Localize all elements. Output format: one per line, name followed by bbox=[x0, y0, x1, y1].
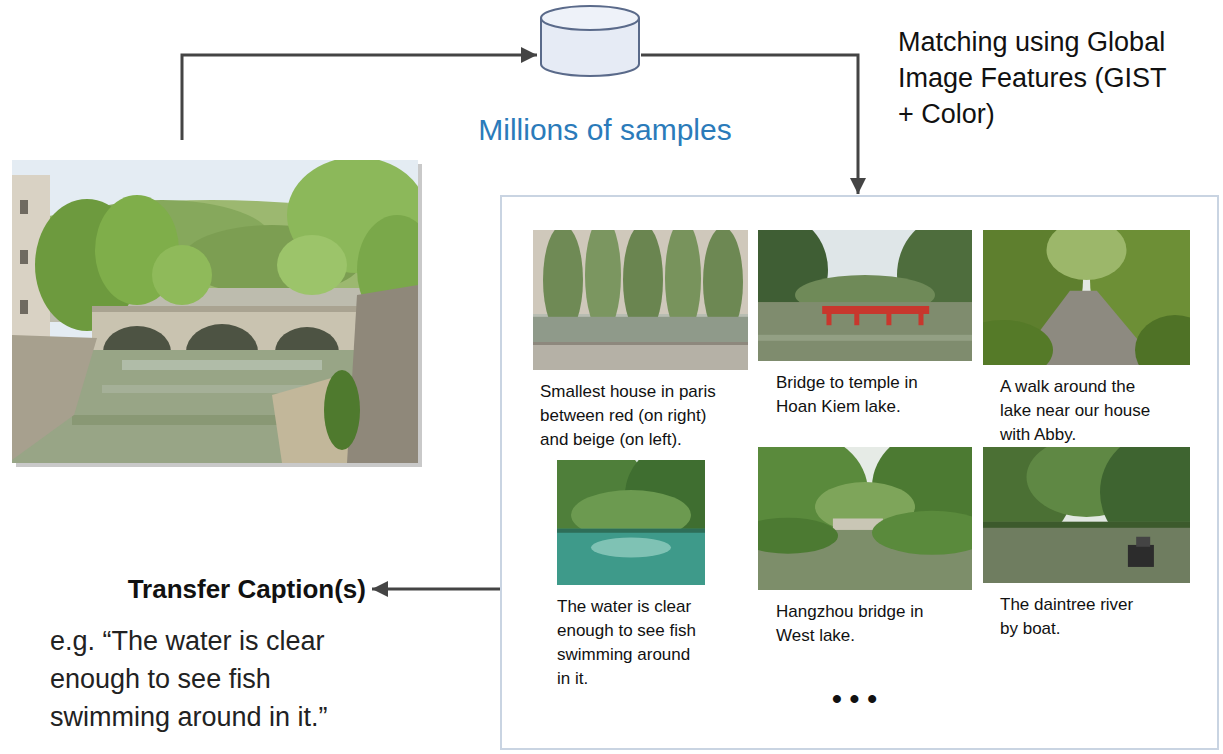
example-caption: e.g. “The water is clear enough to see f… bbox=[44, 622, 370, 736]
result-thumbnail: Hangzhou bridge in West lake. bbox=[758, 447, 972, 648]
thumbnail-photo bbox=[557, 460, 705, 585]
thumbnail-photo bbox=[758, 230, 972, 361]
ellipsis-mark: • • • bbox=[832, 683, 877, 715]
transfer-heading: Transfer Caption(s) bbox=[44, 572, 370, 606]
result-thumbnail: Smallest house in paris between red (on … bbox=[533, 230, 748, 452]
result-thumbnail: The daintree river by boat. bbox=[983, 447, 1190, 641]
database-node: Millions of samples bbox=[440, 4, 770, 148]
thumbnail-photo bbox=[533, 230, 748, 370]
thumbnail-caption: The daintree river by boat. bbox=[983, 593, 1146, 641]
result-thumbnail: The water is clear enough to see fish sw… bbox=[557, 460, 717, 691]
result-thumbnail: Bridge to temple in Hoan Kiem lake. bbox=[758, 230, 972, 419]
thumbnail-caption: Bridge to temple in Hoan Kiem lake. bbox=[758, 371, 946, 419]
thumbnail-caption: A walk around the lake near our house wi… bbox=[983, 375, 1168, 447]
transfer-node: Transfer Caption(s) e.g. “The water is cl… bbox=[44, 572, 370, 736]
database-cylinder bbox=[539, 4, 641, 78]
thumbnail-caption: Hangzhou bridge in West lake. bbox=[758, 600, 954, 648]
thumbnail-photo bbox=[983, 447, 1190, 583]
thumbnail-photo bbox=[983, 230, 1190, 365]
query-photo bbox=[0, 157, 442, 467]
flow-arrow bbox=[372, 588, 500, 591]
thumbnail-photo bbox=[758, 447, 972, 590]
thumbnail-caption: The water is clear enough to see fish sw… bbox=[557, 595, 707, 691]
results-panel: • • • Smallest house in paris between red… bbox=[500, 195, 1219, 750]
thumbnail-caption: Smallest house in paris between red (on … bbox=[533, 380, 732, 452]
result-thumbnail: A walk around the lake near our house wi… bbox=[983, 230, 1190, 447]
edge-label: Matching using Global Image Features (GI… bbox=[898, 24, 1174, 132]
database-label: Millions of samples bbox=[440, 112, 770, 148]
